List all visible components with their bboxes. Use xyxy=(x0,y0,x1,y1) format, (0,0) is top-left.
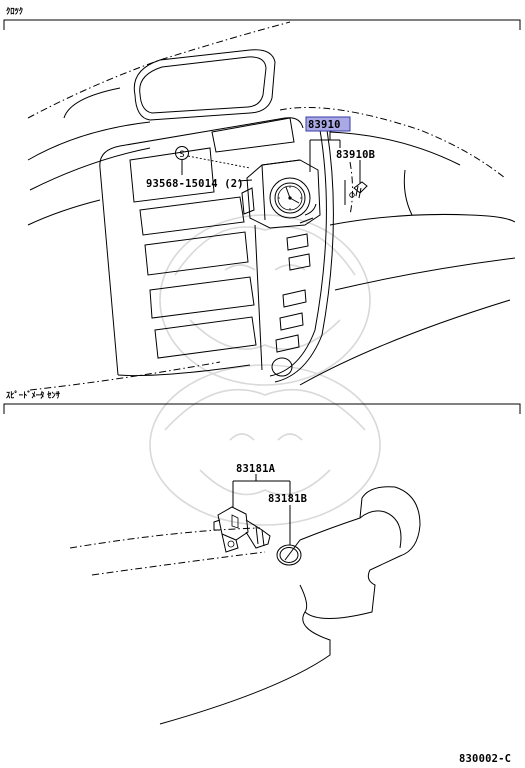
speed-sensor-section-header: ｽﾋﾟｰﾄﾞﾒｰﾀ ｾﾝｻ xyxy=(6,390,61,401)
callout-83910: 83910 xyxy=(305,116,351,172)
transmission-housing xyxy=(69,486,421,725)
speed-sensor-section-bracket xyxy=(3,403,521,414)
clock-section-bracket xyxy=(3,19,521,30)
diagram-code: 830002-C xyxy=(459,753,511,765)
clock-section: ｸﾛﾂｸ xyxy=(3,7,521,391)
callout-83910b-label: 83910B xyxy=(336,149,375,161)
bulb-83910b xyxy=(349,181,368,199)
callout-83910b: 83910B xyxy=(336,149,375,183)
clock-section-header: ｸﾛﾂｸ xyxy=(6,7,23,17)
screw-symbol: S xyxy=(175,146,251,175)
callout-83181a-label: 83181A xyxy=(236,463,276,475)
dashboard-illustration xyxy=(27,21,516,391)
screw-symbol-letter: S xyxy=(179,150,184,160)
callout-83910-highlight xyxy=(305,116,351,132)
callout-83181b-label: 83181B xyxy=(268,493,307,505)
speed-sensor-section: ｽﾋﾟｰﾄﾞﾒｰﾀ ｾﾝｻ 83181A xyxy=(3,390,521,725)
speed-sensor-body xyxy=(213,506,271,553)
callout-93568-label: 93568-15014 (2) xyxy=(146,178,244,190)
callout-93568: 93568-15014 (2) xyxy=(146,178,253,190)
callout-83181a: 83181A xyxy=(232,463,291,508)
watermark-emblem xyxy=(149,214,381,526)
clock-unit xyxy=(241,159,321,229)
callout-83910-label: 83910 xyxy=(308,119,341,131)
callout-83181b: 83181B xyxy=(268,493,307,545)
o-ring xyxy=(276,544,302,566)
